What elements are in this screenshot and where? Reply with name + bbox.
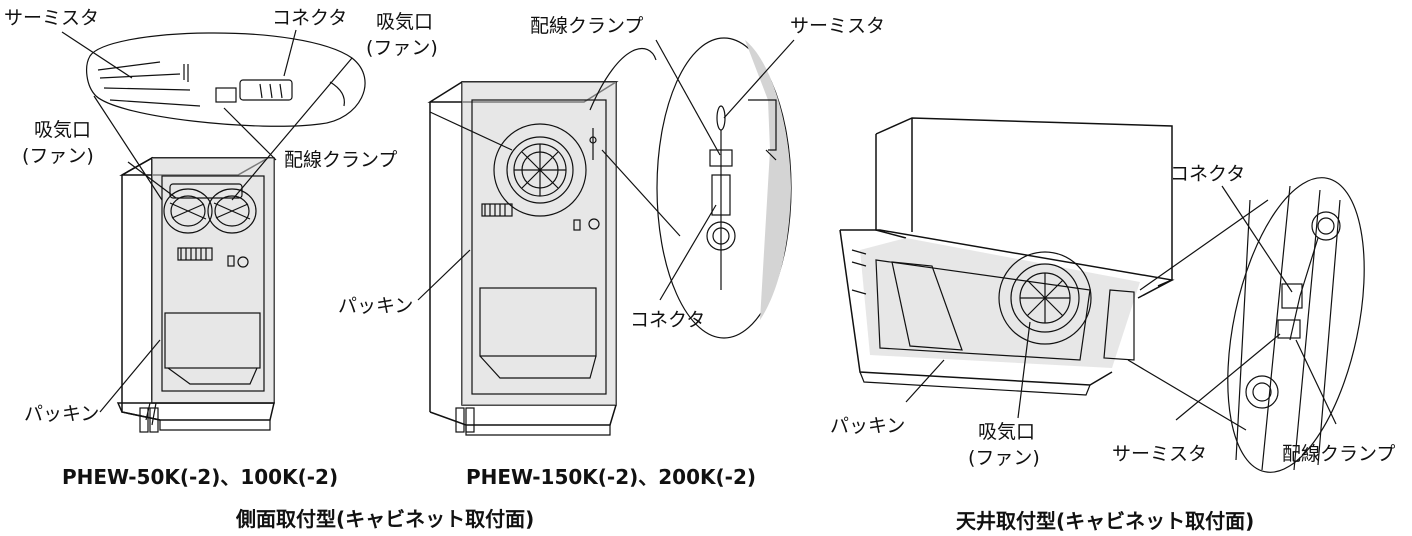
- label-intake-large-line2: (ファン): [366, 37, 438, 59]
- leader-lines: [61, 29, 1337, 425]
- fan-large: [493, 123, 587, 217]
- label-gasket-ceiling: パッキン: [830, 415, 905, 437]
- unit-ceiling-mount: [839, 117, 1175, 396]
- callout-large-clamp-thermistor: [589, 37, 792, 339]
- caption-model-large: PHEW-150K(-2)、200K(-2): [466, 465, 756, 489]
- caption-ceiling-mount: 天井取付型(キャビネット取付面): [956, 509, 1254, 533]
- label-intake-small-line1: 吸気口: [34, 119, 91, 141]
- label-intake-ceiling-line1: 吸気口: [978, 421, 1035, 443]
- label-clamp-ceiling: 配線クランプ: [1282, 443, 1395, 465]
- label-clamp-large: 配線クランプ: [530, 15, 643, 37]
- callout-small-thermistor-connector: [86, 32, 366, 201]
- label-connector-large: コネクタ: [630, 309, 705, 331]
- label-connector-ceiling: コネクタ: [1170, 163, 1245, 185]
- label-thermistor-small: サーミスタ: [4, 7, 99, 29]
- label-intake-large-line1: 吸気口: [376, 11, 433, 33]
- label-intake-small-line2: (ファン): [22, 145, 94, 167]
- label-thermistor-large: サーミスタ: [790, 15, 885, 37]
- label-gasket-large: パッキン: [338, 295, 413, 317]
- label-clamp-small: 配線クランプ: [284, 149, 397, 171]
- unit-large-side-mount: [427, 81, 619, 436]
- label-connector-small: コネクタ: [272, 7, 347, 29]
- caption-side-mount: 側面取付型(キャビネット取付面): [235, 507, 534, 531]
- caption-model-small: PHEW-50K(-2)、100K(-2): [62, 465, 338, 489]
- fan-pair: [163, 183, 257, 234]
- label-intake-ceiling-line2: (ファン): [968, 447, 1040, 469]
- label-thermistor-ceiling: サーミスタ: [1112, 443, 1207, 465]
- unit-small-side-mount: [116, 156, 275, 433]
- label-gasket-small: パッキン: [24, 403, 99, 425]
- callout-ceiling-connector-clamp: [1127, 177, 1365, 473]
